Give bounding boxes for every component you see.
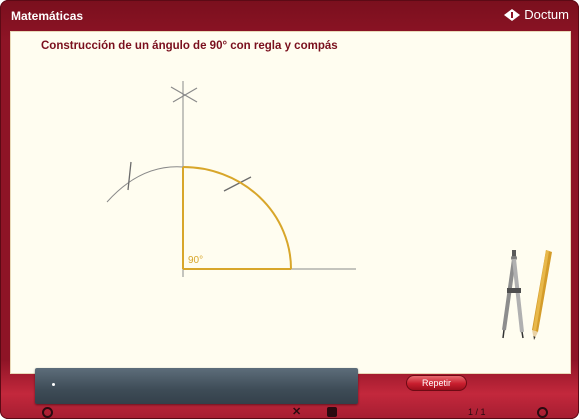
subject-title: Matemáticas — [11, 9, 84, 23]
drawing-tools — [502, 250, 552, 340]
compass-arc — [106, 166, 184, 203]
angle-arc — [182, 166, 292, 270]
construction-figure: 90° — [106, 81, 356, 277]
brand: Doctum — [503, 7, 569, 22]
nav-left-icon[interactable] — [42, 407, 53, 418]
nav-right-icon[interactable] — [537, 407, 548, 418]
cross-mark-a — [170, 86, 198, 103]
step-indicator-dot — [52, 383, 55, 386]
cross-mark-b — [172, 87, 198, 103]
tick-mark-left — [127, 161, 132, 191]
bottom-nav-bar: ✕ 1 / 1 — [0, 405, 579, 419]
tick-mark-right — [223, 176, 252, 192]
pencil-icon — [532, 250, 552, 340]
home-icon[interactable] — [327, 407, 337, 417]
page-indicator: 1 / 1 — [468, 407, 486, 417]
doctum-logo-icon — [504, 8, 521, 21]
step-caption-bar — [35, 368, 358, 404]
content-panel: Construcción de un ángulo de 90° con reg… — [10, 31, 571, 374]
compass-icon — [502, 250, 524, 339]
panel-title: Construcción de un ángulo de 90° con reg… — [41, 40, 338, 52]
brand-name: Doctum — [524, 7, 569, 22]
angle-label: 90° — [188, 255, 203, 266]
close-icon[interactable]: ✕ — [292, 406, 302, 418]
repeat-button[interactable]: Repetir — [406, 375, 467, 391]
